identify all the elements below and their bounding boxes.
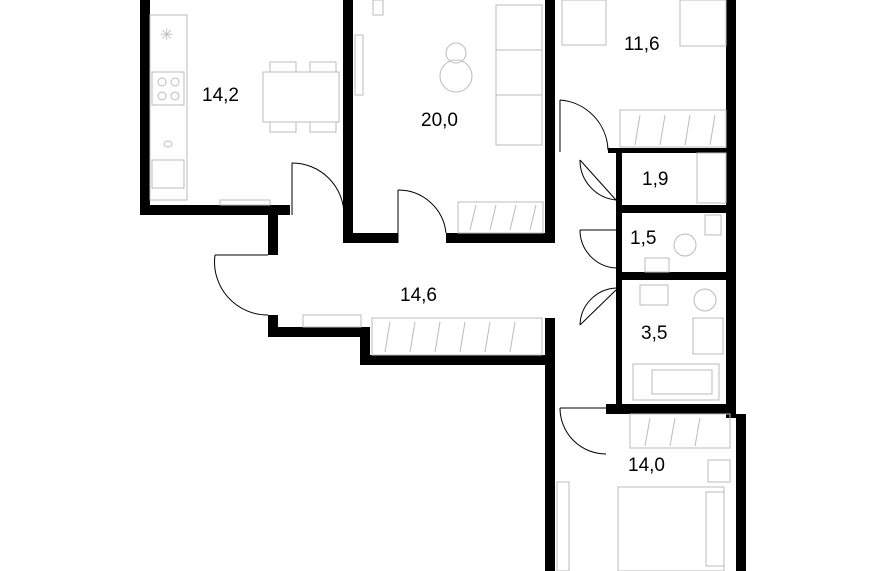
room-area-living-room: 20,0 — [421, 110, 458, 131]
walls — [140, 0, 746, 571]
bedroom-bottom-fixtures — [556, 413, 731, 571]
kitchen-fixtures: ✳ — [149, 14, 340, 206]
room-area-bedroom-top: 11,6 — [624, 34, 660, 55]
bathroom-fixtures — [632, 214, 724, 401]
living-fixtures — [354, 0, 544, 234]
room-area-kitchen: 14,2 — [202, 85, 239, 106]
snowflake-icon: ✳ — [160, 25, 173, 44]
area-labels: 14,2 20,0 11,6 1,9 1,5 14,6 3,5 14,0 — [202, 34, 668, 476]
hallway-fixtures — [302, 314, 543, 356]
room-area-bathroom: 3,5 — [641, 323, 667, 344]
room-area-closet: 1,9 — [642, 169, 668, 190]
room-area-hallway: 14,6 — [400, 285, 437, 306]
room-area-bedroom-bottom: 14,0 — [628, 455, 665, 476]
room-area-toilet: 1,5 — [630, 228, 656, 249]
doors — [214, 99, 617, 455]
bedroom-top-fixtures — [561, 0, 727, 204]
